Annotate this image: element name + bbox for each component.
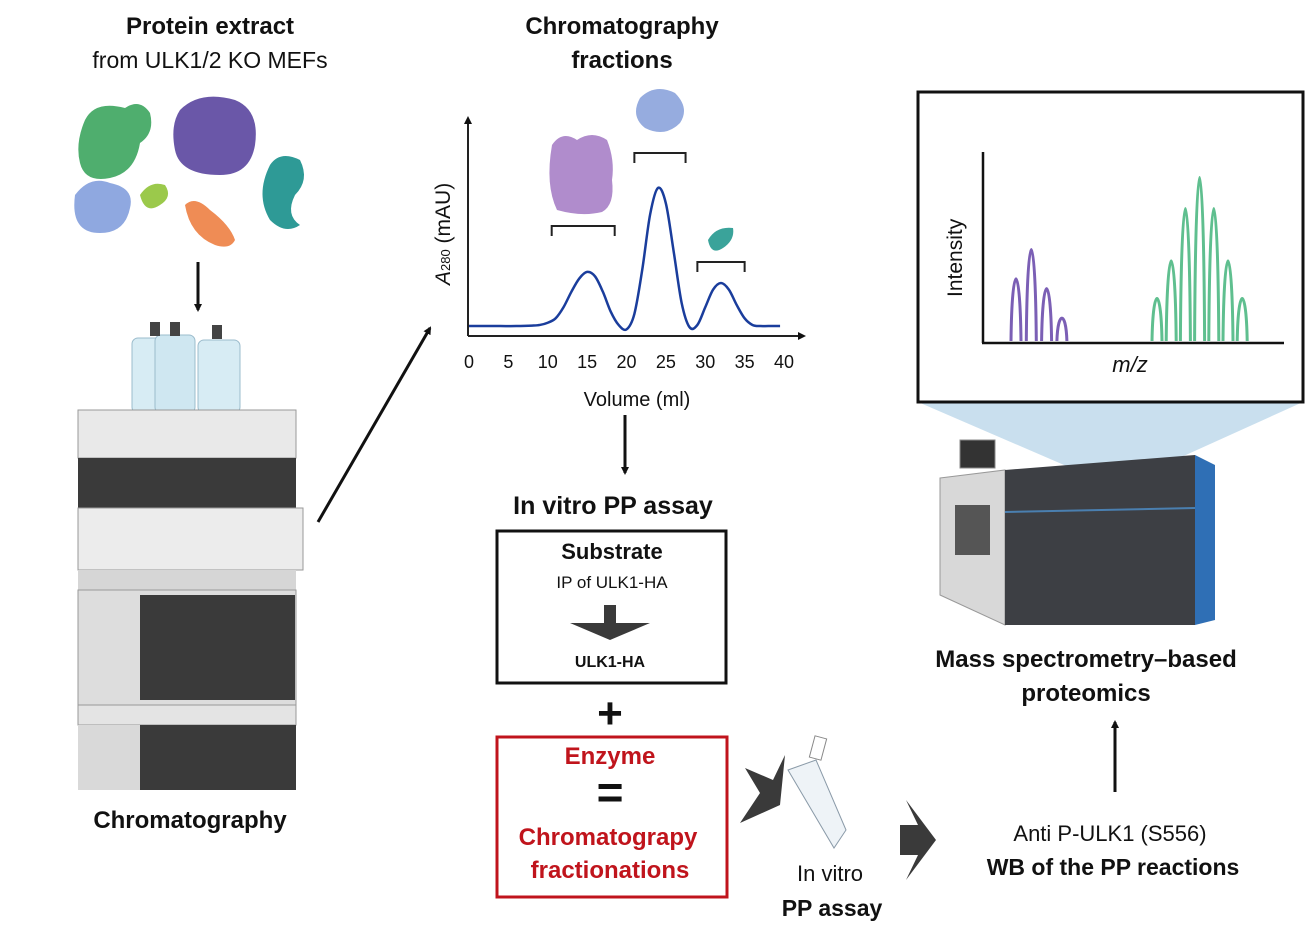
y-axis-label: A280 (mAU) (432, 183, 455, 287)
substrate-box (495, 529, 728, 685)
spectrum-inset (916, 90, 1305, 404)
tube-label-line2: PP assay (782, 895, 883, 921)
fraction-bracket (633, 152, 687, 163)
substrate-title: Substrate (561, 539, 662, 564)
fractions-title-line2: fractions (571, 47, 672, 74)
microtube-icon (787, 735, 847, 849)
enzyme-title: Enzyme (565, 743, 656, 770)
spectrum-peak (1164, 259, 1178, 342)
equals-sign: = (597, 766, 624, 818)
x-tick-label: 10 (538, 352, 558, 372)
x-tick-label: 30 (695, 352, 715, 372)
x-tick-label: 0 (464, 352, 474, 372)
projection-beam (918, 402, 1303, 487)
x-tick-label: 25 (656, 352, 676, 372)
wb-line1: Anti P-ULK1 (S556) (1013, 821, 1206, 846)
fraction-bracket (696, 261, 746, 272)
x-tick-label: 40 (774, 352, 794, 372)
fractions-title-line1: Chromatography (525, 13, 719, 40)
enzyme-box (495, 735, 729, 899)
spectrum-y-label: Intensity (944, 218, 967, 297)
spectrum-peak (1024, 247, 1038, 342)
spectrum-peak (1207, 207, 1221, 342)
small-protein-icon (708, 227, 734, 251)
mass-spectrometer-illustration (939, 439, 1215, 626)
tube-label-line1: In vitro (797, 861, 863, 886)
spectrum-peak (1150, 296, 1164, 342)
arrow-to-fractions (316, 326, 432, 523)
chromatogram-line (469, 186, 781, 332)
protein-extract-subtitle: from ULK1/2 KO MEFs (92, 47, 327, 73)
spectrum-peak (1178, 207, 1192, 342)
hplc-instrument-illustration (77, 322, 304, 790)
x-tick-label: 35 (735, 352, 755, 372)
chromatography-label: Chromatography (93, 807, 287, 834)
x-tick-label: 20 (616, 352, 636, 372)
large-protein-icon (549, 135, 613, 215)
chevron-right-icon (900, 800, 936, 880)
arrow-down-icon (570, 605, 650, 640)
x-axis-label: Volume (ml) (584, 389, 691, 411)
spectrum-peak (1040, 287, 1054, 342)
chevron-arrow-icon (740, 755, 785, 823)
chromatogram-chart: A280 (mAU) Volume (ml) 0 5 10 15 20 25 30 35 40 (432, 89, 806, 411)
protein-blobs-illustration (74, 96, 304, 247)
wb-line2: WB of the PP reactions (987, 854, 1240, 880)
spectrum-x-label: m/z (1112, 352, 1147, 377)
spectrum-peak (1221, 259, 1235, 342)
ms-line1: Mass spectrometry–based (935, 646, 1236, 673)
fraction-bracket (550, 225, 616, 236)
pp-assay-title: In vitro PP assay (513, 492, 713, 520)
x-tick-label: 5 (503, 352, 513, 372)
substrate-result: ULK1-HA (575, 654, 646, 671)
ms-line2: proteomics (1021, 680, 1150, 707)
substrate-subtitle: IP of ULK1-HA (556, 573, 668, 592)
spectrum-peak (1235, 296, 1249, 342)
medium-protein-icon (636, 89, 684, 132)
protein-extract-title: Protein extract (126, 13, 294, 40)
spectrum-peak (1193, 176, 1207, 342)
x-tick-label: 15 (577, 352, 597, 372)
plus-sign: + (597, 689, 623, 738)
enzyme-line1: Chromatograpy (519, 824, 698, 851)
enzyme-line2: fractionations (531, 857, 690, 884)
mass-spectrum-chart: Intensity m/z (944, 152, 1284, 377)
spectrum-peak (1055, 316, 1069, 342)
spectrum-peak (1009, 277, 1023, 342)
